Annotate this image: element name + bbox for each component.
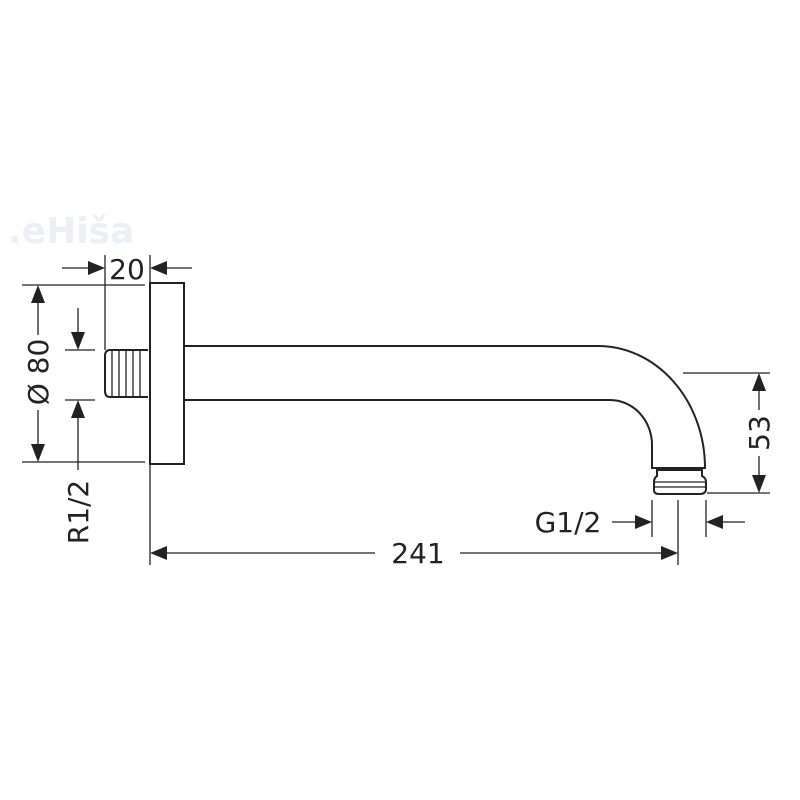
watermark-logo: .eHiša	[8, 211, 134, 252]
label-outlet-thread: G1/2	[535, 506, 602, 539]
dimension-flange-diameter: Ø 80	[22, 284, 145, 463]
label-flange-diameter: Ø 80	[22, 339, 55, 406]
dimension-flange-depth: 20	[62, 253, 192, 350]
inlet-thread-stub	[104, 349, 148, 398]
outlet-nut	[653, 469, 707, 495]
dimension-drop-height: 53	[683, 372, 776, 494]
label-projection: 241	[391, 537, 444, 570]
label-inlet-thread: R1/2	[62, 480, 95, 545]
dimension-outlet-thread: G1/2	[535, 500, 745, 539]
dimension-projection: 241	[149, 464, 679, 570]
label-flange-depth: 20	[109, 253, 145, 286]
wall-flange	[149, 282, 185, 465]
shower-arm-pipe	[184, 345, 707, 469]
label-drop-height: 53	[743, 415, 776, 451]
dimension-inlet-thread: R1/2	[62, 308, 95, 544]
